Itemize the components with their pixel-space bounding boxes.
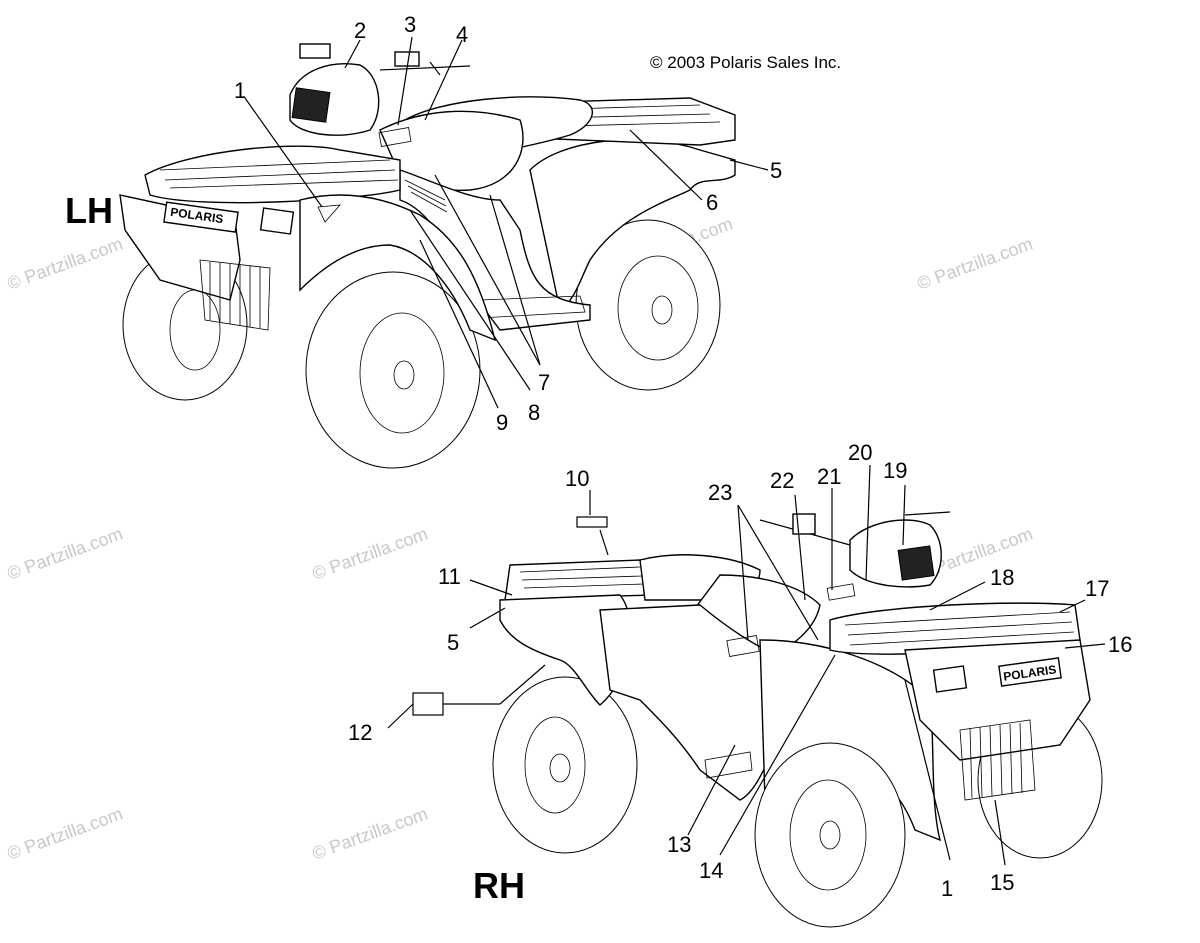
- callout-lh-7: 7: [538, 370, 550, 395]
- side-label-lh: LH: [65, 190, 113, 231]
- watermark: © Partzilla.com: [5, 803, 126, 863]
- callout-rh-17: 17: [1085, 576, 1109, 601]
- lh-leader-lines: [244, 36, 769, 409]
- rh-leader-lines: [387, 464, 1106, 866]
- callout-rh-13: 13: [667, 832, 691, 857]
- callout-lh-6: 6: [706, 190, 718, 215]
- callout-lh-5: 5: [770, 158, 782, 183]
- callout-lh-1: 1: [234, 78, 246, 103]
- callout-rh-11: 11: [438, 564, 461, 589]
- callout-lh-2: 2: [354, 18, 366, 43]
- decal-10: [576, 516, 608, 528]
- watermark: © Partzilla.com: [5, 523, 126, 583]
- callout-rh-19: 19: [883, 458, 907, 483]
- callout-rh-21: 21: [817, 464, 841, 489]
- callout-rh-23: 23: [708, 480, 732, 505]
- atv-right-side: POLARIS: [492, 511, 1103, 928]
- copyright-notice: © 2003 Polaris Sales Inc.: [650, 53, 841, 72]
- callout-rh-22: 22: [770, 468, 794, 493]
- callout-rh-20: 20: [848, 440, 872, 465]
- callout-lh-8: 8: [528, 400, 540, 425]
- decal-12: [412, 692, 444, 716]
- side-label-rh: RH: [473, 865, 525, 906]
- callout-lh-3: 3: [404, 12, 416, 37]
- watermark: © Partzilla.com: [915, 233, 1036, 293]
- rh-callouts: 10 11 5 12 13 14 23 22 21 20 19 18 17 16…: [348, 440, 1132, 901]
- callout-rh-15: 15: [990, 870, 1014, 895]
- callout-rh-5: 5: [447, 630, 459, 655]
- callout-rh-18: 18: [990, 565, 1014, 590]
- callout-rh-12: 12: [348, 720, 372, 745]
- lh-callouts: 1 2 3 4 5 6 7 8 9: [234, 12, 782, 435]
- watermark: © Partzilla.com: [310, 523, 431, 583]
- callout-rh-1: 1: [941, 876, 953, 901]
- watermark: © Partzilla.com: [5, 233, 126, 293]
- watermark: © Partzilla.com: [310, 803, 431, 863]
- callout-lh-4: 4: [456, 22, 468, 47]
- callout-rh-10: 10: [565, 466, 589, 491]
- callout-lh-9: 9: [496, 410, 508, 435]
- callout-rh-16: 16: [1108, 632, 1132, 657]
- atv-left-side: POLARIS: [119, 43, 736, 469]
- callout-rh-14: 14: [699, 858, 723, 883]
